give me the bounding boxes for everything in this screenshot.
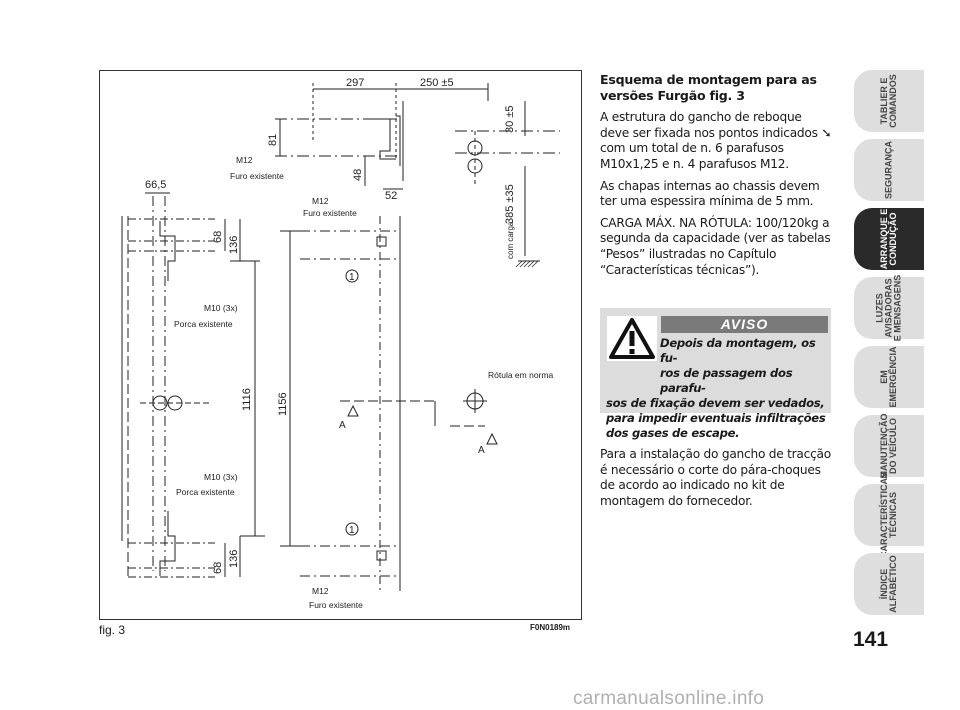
tab-label: CARACTERÍSTICAS TÉCNICAS <box>879 471 898 559</box>
label-m12-top-mid: M12 <box>312 196 329 206</box>
label-furo-top-left: Furo existente <box>230 171 284 181</box>
dim-385: 385 ±35 <box>504 184 516 224</box>
warning-line-a: Depois da montagem, os fu- <box>660 336 816 365</box>
paragraph-bumper-cut: Para a instalação do gancho de tracção é… <box>600 447 831 508</box>
section-a-right: A <box>478 445 485 456</box>
label-m12-bottom: M12 <box>312 586 329 596</box>
dim-30: 30 ±5 <box>504 106 516 133</box>
watermark: carmanualsonline.info <box>573 688 765 709</box>
dim-48: 48 <box>352 169 364 181</box>
dim-66-5: 66,5 <box>145 179 166 191</box>
label-porca-lower: Porca existente <box>176 487 235 497</box>
paragraph-thickness: As chapas internas ao chassis devem ter … <box>600 178 820 209</box>
figure-code: F0N0189m <box>530 623 571 632</box>
paragraph-max-load: CARGA MÁX. NA RÓTULA: 100/120kg a segund… <box>600 215 831 277</box>
fixing-point-icon: ➘ <box>821 125 832 140</box>
paragraph-fixing-start: A estrutura do gancho de reboque deve se… <box>600 110 818 140</box>
tab-luzes-avisadoras[interactable]: LUZES AVISADORAS E MENSAGENS <box>854 274 924 342</box>
label-m12-top-left: M12 <box>236 155 253 165</box>
figure-caption: fig. 3 <box>99 623 126 637</box>
dim-136-lower: 136 <box>228 550 240 568</box>
figure-frame: 297 250 ±5 30 ±5 81 48 52 385 ±35 com ca… <box>99 70 582 620</box>
tab-label: MANUTENÇÃO DO VEÍCULO <box>879 413 898 479</box>
warning-title: AVISO <box>661 316 828 333</box>
section-heading: Esquema de montagem para as versões Furg… <box>600 72 817 103</box>
tab-label: LUZES AVISADORAS E MENSAGENS <box>874 274 903 342</box>
warning-line-b: ros de passagem dos parafu- <box>660 366 793 395</box>
paragraph-fixing: A estrutura do gancho de reboque deve se… <box>600 110 834 172</box>
label-rotula: Rótula em norma <box>488 370 553 380</box>
main-text: Esquema de montagem para as versões Furg… <box>600 72 834 284</box>
tab-seguranca[interactable]: SEGURANÇA <box>854 139 924 201</box>
dim-81: 81 <box>267 134 279 146</box>
warning-rest: sos de fixação devem ser vedados, para i… <box>606 396 826 440</box>
marker-1-lower: 1 <box>349 525 355 536</box>
mounting-diagram: 297 250 ±5 30 ±5 81 48 52 385 ±35 com ca… <box>121 77 560 610</box>
tab-label: ARRANQUE E CONDUÇÃO <box>879 208 898 270</box>
warning-box: AVISO Depois da montagem, os fu- ros de … <box>600 308 831 440</box>
tab-label: TABLIER E COMANDOS <box>879 74 898 128</box>
tab-arranque-conducao[interactable]: ARRANQUE E CONDUÇÃO <box>854 208 924 270</box>
label-furo-bottom: Furo existente <box>309 600 363 610</box>
warning-text: Depois da montagem, os fu- ros de passag… <box>606 336 829 441</box>
tab-caracteristicas[interactable]: CARACTERÍSTICAS TÉCNICAS <box>854 472 924 558</box>
dim-297: 297 <box>346 77 364 89</box>
dim-68-lower: 68 <box>212 562 224 574</box>
tab-em-emergencia[interactable]: EM EMERGÊNCIA <box>854 346 924 408</box>
label-m10-upper: M10 (3x) <box>204 303 238 313</box>
dim-52: 52 <box>385 190 397 202</box>
tab-manutencao[interactable]: MANUTENÇÃO DO VEÍCULO <box>854 413 924 479</box>
dim-com-carga: com carga <box>506 221 515 259</box>
dim-68-upper: 68 <box>212 231 224 243</box>
tab-label: SEGURANÇA <box>883 140 894 200</box>
label-porca-upper: Porca existente <box>174 319 233 329</box>
dim-250: 250 ±5 <box>420 77 454 89</box>
page-number: 141 <box>853 628 889 651</box>
tab-indice[interactable]: ÍNDICE ALFABÉTICO <box>854 553 924 615</box>
tab-label: ÍNDICE ALFABÉTICO <box>879 555 898 613</box>
dim-1156: 1156 <box>277 392 289 416</box>
section-a-left: A <box>339 420 346 431</box>
warning-icon <box>607 316 657 361</box>
dim-1116: 1116 <box>241 388 253 411</box>
tab-tablier-comandos[interactable]: TABLIER E COMANDOS <box>854 70 924 132</box>
tab-label: EM EMERGÊNCIA <box>879 346 898 408</box>
label-furo-top-mid: Furo existente <box>303 208 357 218</box>
paragraph-fixing-end: com um total de n. 6 parafusos M10x1,25 … <box>600 141 789 171</box>
label-m10-lower: M10 (3x) <box>204 472 238 482</box>
marker-1-upper: 1 <box>349 272 355 283</box>
dim-136-upper: 136 <box>228 236 240 254</box>
